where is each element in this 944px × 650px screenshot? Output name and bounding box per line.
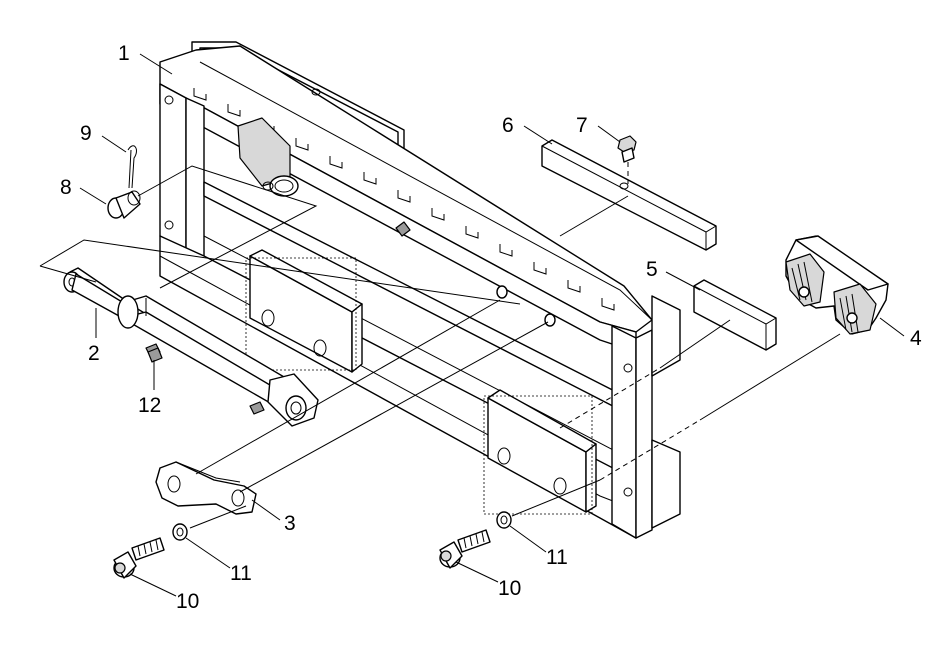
clamp-block-part — [785, 235, 889, 335]
screw-part-7 — [617, 135, 637, 184]
callout-1: 1 — [118, 42, 130, 65]
callout-2: 2 — [88, 342, 100, 365]
grease-nipple-part — [147, 347, 163, 363]
pad-part — [693, 279, 777, 351]
callout-7: 7 — [576, 114, 588, 137]
callout-12: 12 — [138, 394, 161, 417]
washer-part-left — [172, 523, 188, 541]
callout-4: 4 — [910, 327, 922, 350]
bracket-plate-part — [155, 461, 257, 515]
callout-labels: 1 2 3 4 5 6 7 8 9 10 10 11 11 12 — [60, 42, 922, 613]
bolt-part-left — [113, 537, 165, 579]
callout-3: 3 — [284, 512, 296, 535]
cylinder-part — [63, 267, 319, 427]
washer-part-right — [496, 511, 512, 529]
callout-11-right: 11 — [546, 546, 568, 569]
cotter-pin-part — [127, 145, 137, 189]
bar-part — [541, 139, 717, 251]
callout-9: 9 — [80, 122, 92, 145]
pin-part — [107, 190, 141, 219]
leader-lines — [79, 53, 905, 597]
callout-5: 5 — [646, 258, 658, 281]
frame-part — [159, 41, 681, 539]
callout-6: 6 — [502, 114, 514, 137]
callout-10-right: 10 — [498, 577, 521, 600]
bolt-part-right — [439, 529, 491, 569]
callout-8: 8 — [60, 176, 72, 199]
assembly-lines — [39, 165, 841, 529]
callout-10-left: 10 — [176, 590, 199, 613]
callout-11-left: 11 — [230, 562, 252, 585]
